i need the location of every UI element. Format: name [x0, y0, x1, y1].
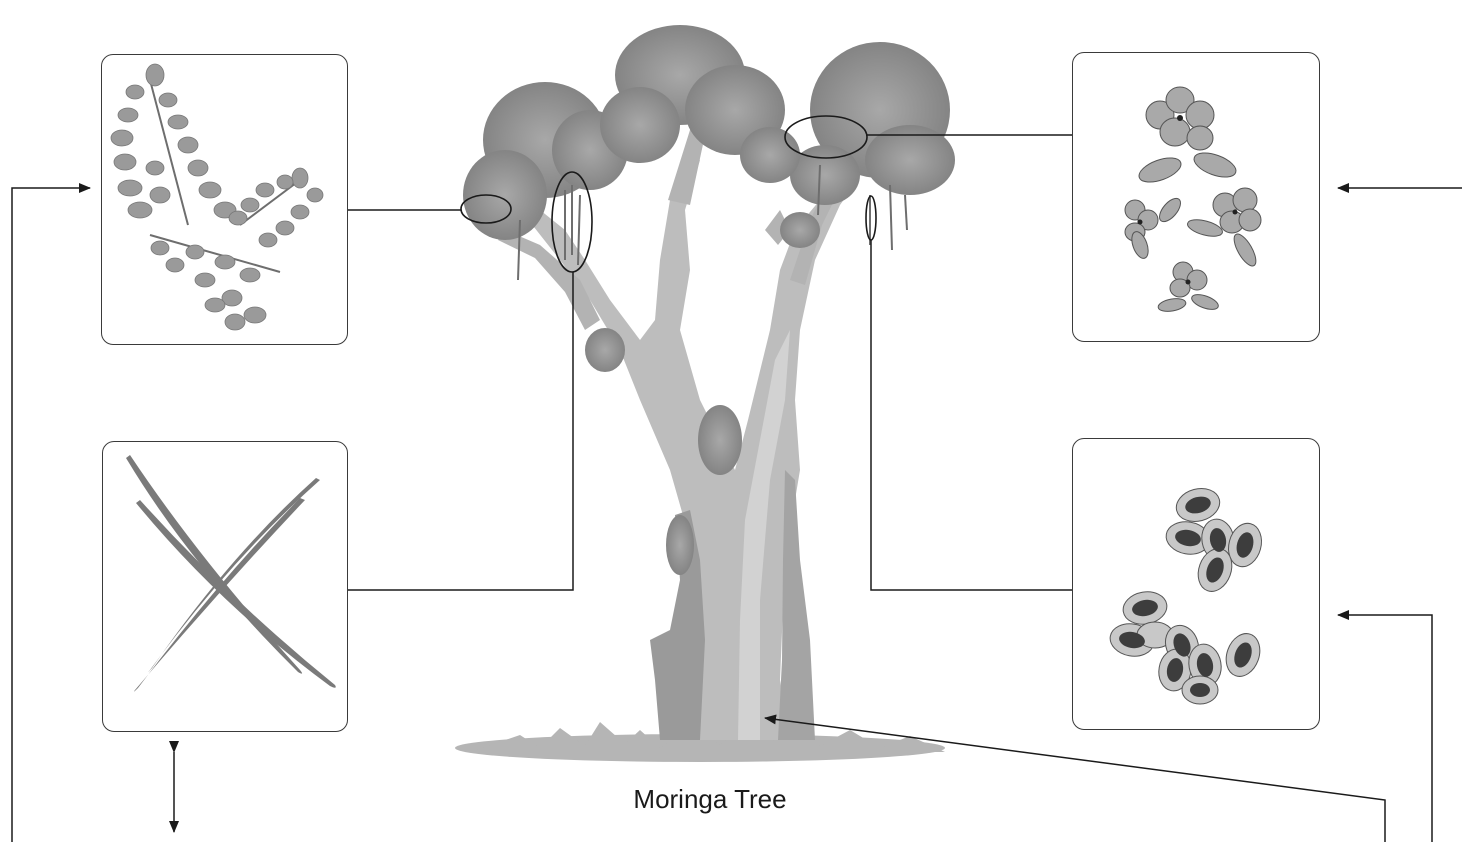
pod-connector	[348, 272, 573, 590]
flowers-icon	[1125, 87, 1261, 313]
drumstick-pods-icon	[126, 455, 336, 692]
diagram-caption: Moringa Tree	[560, 784, 860, 815]
seeds-icon	[1108, 484, 1267, 704]
seed-connector	[871, 240, 1072, 590]
left-feedback-arrow	[12, 188, 90, 842]
leaves-icon	[111, 64, 323, 330]
